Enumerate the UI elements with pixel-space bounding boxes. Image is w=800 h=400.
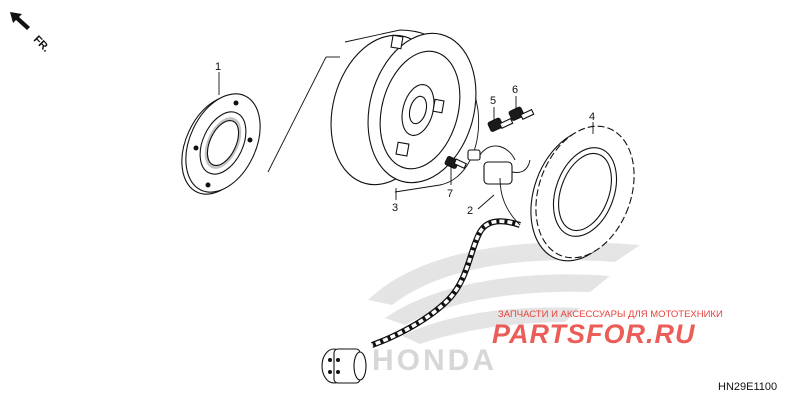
callout-2: 2 [467,205,473,217]
bolt-7-part [444,155,468,169]
diagram-code: HN29E1100 [718,381,777,393]
callout-1: 1 [215,61,221,73]
front-direction-label: FR. [31,34,52,55]
flywheel-part [330,29,480,193]
stator-part [530,125,635,262]
front-direction-arrow-icon [10,12,30,30]
callout-3: 3 [392,202,398,214]
bolt-5-part [487,117,514,132]
connector-part [321,348,367,384]
wire-harness [370,177,521,348]
callout-5: 5 [490,95,496,107]
watermark-site-logo: PARTSFOR.RU [492,319,696,349]
callout-6: 6 [512,84,518,96]
pulser-coil-part [467,145,531,185]
one-way-clutch-part [181,93,261,195]
callout-7: 7 [447,188,453,200]
bolt-6-part [508,106,535,121]
leader-lines [218,56,594,210]
honda-logo-watermark: HONDA [372,344,497,377]
callout-4: 4 [589,111,595,123]
watermark-tagline: ЗАПЧАСТИ И АКСЕССУАРЫ ДЛЯ МОТОТЕХНИКИ [498,309,723,320]
